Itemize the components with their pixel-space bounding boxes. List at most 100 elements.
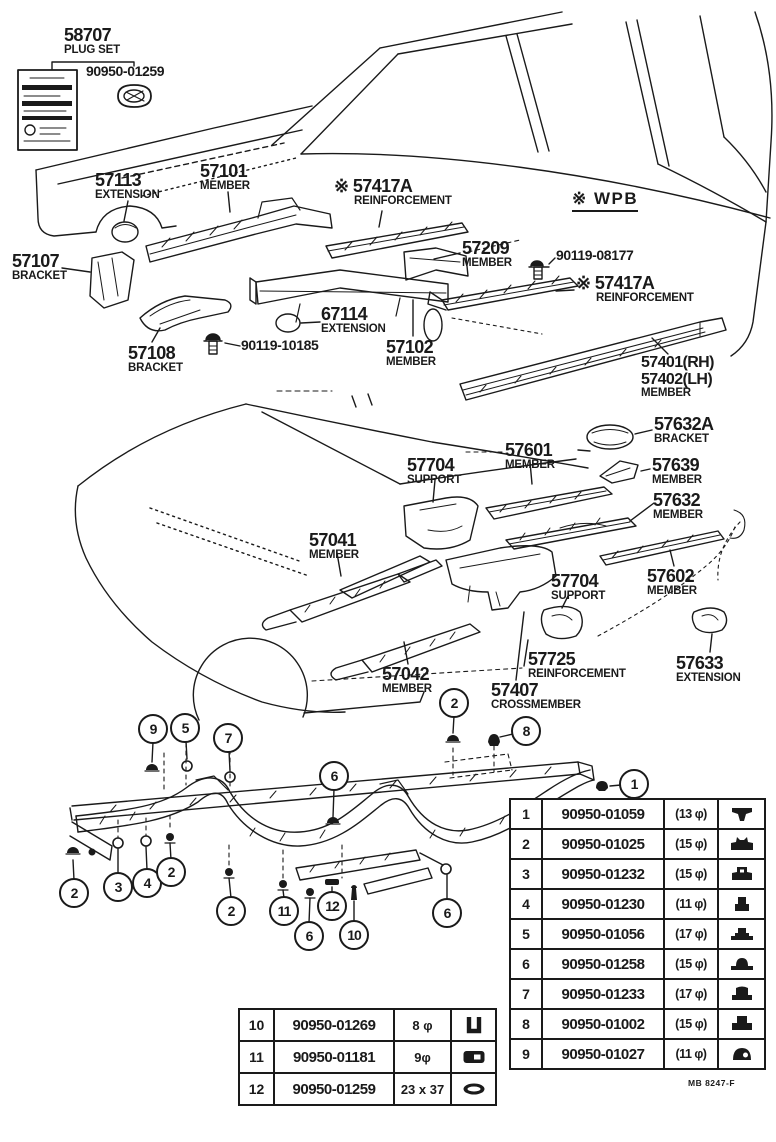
plug-brim-icon [730, 928, 753, 940]
part-number: ※ WPB [572, 190, 639, 212]
plug-oval-icon [463, 1083, 484, 1095]
callout-digit: 2 [227, 903, 236, 919]
row-number-cell: 3 [509, 858, 543, 890]
table-row: 7 90950-01233 (17 φ) [509, 978, 766, 1010]
fastener-callout-leaders [65, 715, 622, 924]
part-label: 57041 MEMBER [309, 531, 359, 562]
part-label: 90950-01259 [86, 63, 165, 79]
part-label: 57108 BRACKET [128, 344, 183, 375]
part-label: 90119-08177 [556, 247, 634, 263]
size-cell: (15 φ) [663, 1008, 719, 1040]
plug-eared-icon [730, 837, 753, 850]
part-label: 57102 MEMBER [386, 338, 436, 369]
part-description: MEMBER [647, 584, 697, 597]
part-number: 57113 [95, 170, 142, 190]
part-label: 57704 SUPPORT [551, 572, 605, 603]
part-description-2: MEMBER [641, 387, 691, 400]
callout-digit: 5 [181, 720, 190, 736]
plug-dome-icon [730, 958, 753, 970]
table-row: 3 90950-01232 (15 φ) [509, 858, 766, 890]
callout-digit: 3 [114, 879, 123, 895]
part-description: SUPPORT [407, 473, 462, 486]
size-cell: (15 φ) [663, 828, 719, 860]
size-cell: (17 φ) [663, 978, 719, 1010]
part-description: BRACKET [654, 432, 709, 445]
part-number: 57602 [647, 566, 695, 586]
row-number-cell: 1 [509, 798, 543, 830]
part-number: 90119-10185 [241, 337, 319, 353]
fastener-icon-cell [450, 1040, 497, 1074]
part-label: 58707 PLUG SET [64, 26, 120, 57]
part-description: EXTENSION [95, 188, 160, 201]
part-label: 57407 CROSSMEMBER [491, 681, 581, 712]
callout-digit: 6 [443, 905, 452, 921]
table-row: 12 90950-01259 23 x 37 [238, 1072, 497, 1106]
part-number-cell: 90950-01230 [541, 888, 665, 920]
part-description: MEMBER [462, 256, 512, 269]
part-number-cell: 90950-01259 [273, 1072, 395, 1106]
part-label: ※ 57417A REINFORCEMENT [334, 177, 452, 208]
callout-digit: 6 [305, 928, 314, 944]
part-number: 57101 [200, 161, 248, 181]
part-label: 57725 REINFORCEMENT [528, 650, 626, 681]
part-number: 57102 [386, 337, 434, 357]
car-outline-top [35, 11, 773, 357]
part-description: MEMBER [382, 682, 432, 695]
part-number-cell: 90950-01181 [273, 1040, 395, 1074]
part-number-cell: 90950-01258 [541, 948, 665, 980]
part-description: MEMBER [386, 355, 436, 368]
callout-number: 12 [317, 891, 347, 921]
part-number: 90950-01259 [86, 63, 165, 79]
callout-digit: 2 [167, 864, 176, 880]
part-number: 57041 [309, 530, 357, 550]
part-number: 58707 [64, 25, 112, 45]
size-cell: (13 φ) [663, 798, 719, 830]
part-label: 57633 EXTENSION [676, 654, 741, 685]
callout-number: 2 [439, 688, 469, 718]
part-number: 57601 [505, 440, 553, 460]
size-cell: 8 φ [393, 1008, 452, 1042]
part-label: 57113 EXTENSION [95, 171, 160, 202]
part-description: CROSSMEMBER [491, 698, 581, 711]
fastener-icon-cell [450, 1072, 497, 1106]
table-row: 6 90950-01258 (15 φ) [509, 948, 766, 980]
fastener-icon-cell [717, 828, 766, 860]
part-number: 57407 [491, 680, 539, 700]
callout-number: 5 [170, 713, 200, 743]
table-row: 4 90950-01230 (11 φ) [509, 888, 766, 920]
part-label: 57632 MEMBER [653, 491, 703, 522]
part-description: 57402(LH) [641, 370, 713, 388]
row-number-cell: 11 [238, 1040, 275, 1074]
table-row: 8 90950-01002 (15 φ) [509, 1008, 766, 1040]
plug-set-plug [117, 84, 152, 108]
callout-digit: 2 [70, 885, 79, 901]
row-number-cell: 4 [509, 888, 543, 920]
fastener-icon-cell [717, 1038, 766, 1070]
plug-cap-icon [732, 1048, 751, 1060]
row-number-cell: 12 [238, 1072, 275, 1106]
callout-number: 9 [138, 714, 168, 744]
size-cell: (17 φ) [663, 918, 719, 950]
size-cell: (15 φ) [663, 948, 719, 980]
callout-number: 8 [511, 716, 541, 746]
part-number-cell: 90950-01025 [541, 828, 665, 860]
callout-digit: 7 [224, 730, 233, 746]
callout-number: 6 [294, 921, 324, 951]
callout-number: 11 [269, 896, 299, 926]
part-label: 57704 SUPPORT [407, 456, 461, 487]
part-number: 57632A [654, 414, 714, 434]
part-label: 57639 MEMBER [652, 456, 702, 487]
table-row: 9 90950-01027 (11 φ) [509, 1038, 766, 1070]
callout-digit: 4 [143, 875, 152, 891]
row-number-cell: 7 [509, 978, 543, 1010]
part-number: 90119-08177 [556, 247, 634, 263]
callout-digit: 11 [277, 903, 292, 919]
fastener-icon-cell [450, 1008, 497, 1042]
table-row: 5 90950-01056 (17 φ) [509, 918, 766, 950]
part-number-cell: 90950-01002 [541, 1008, 665, 1040]
part-description: REINFORCEMENT [528, 667, 626, 680]
size-cell: (11 φ) [663, 888, 719, 920]
callout-number: 6 [319, 761, 349, 791]
part-number: 57107 [12, 251, 60, 271]
part-description: MEMBER [505, 458, 555, 471]
